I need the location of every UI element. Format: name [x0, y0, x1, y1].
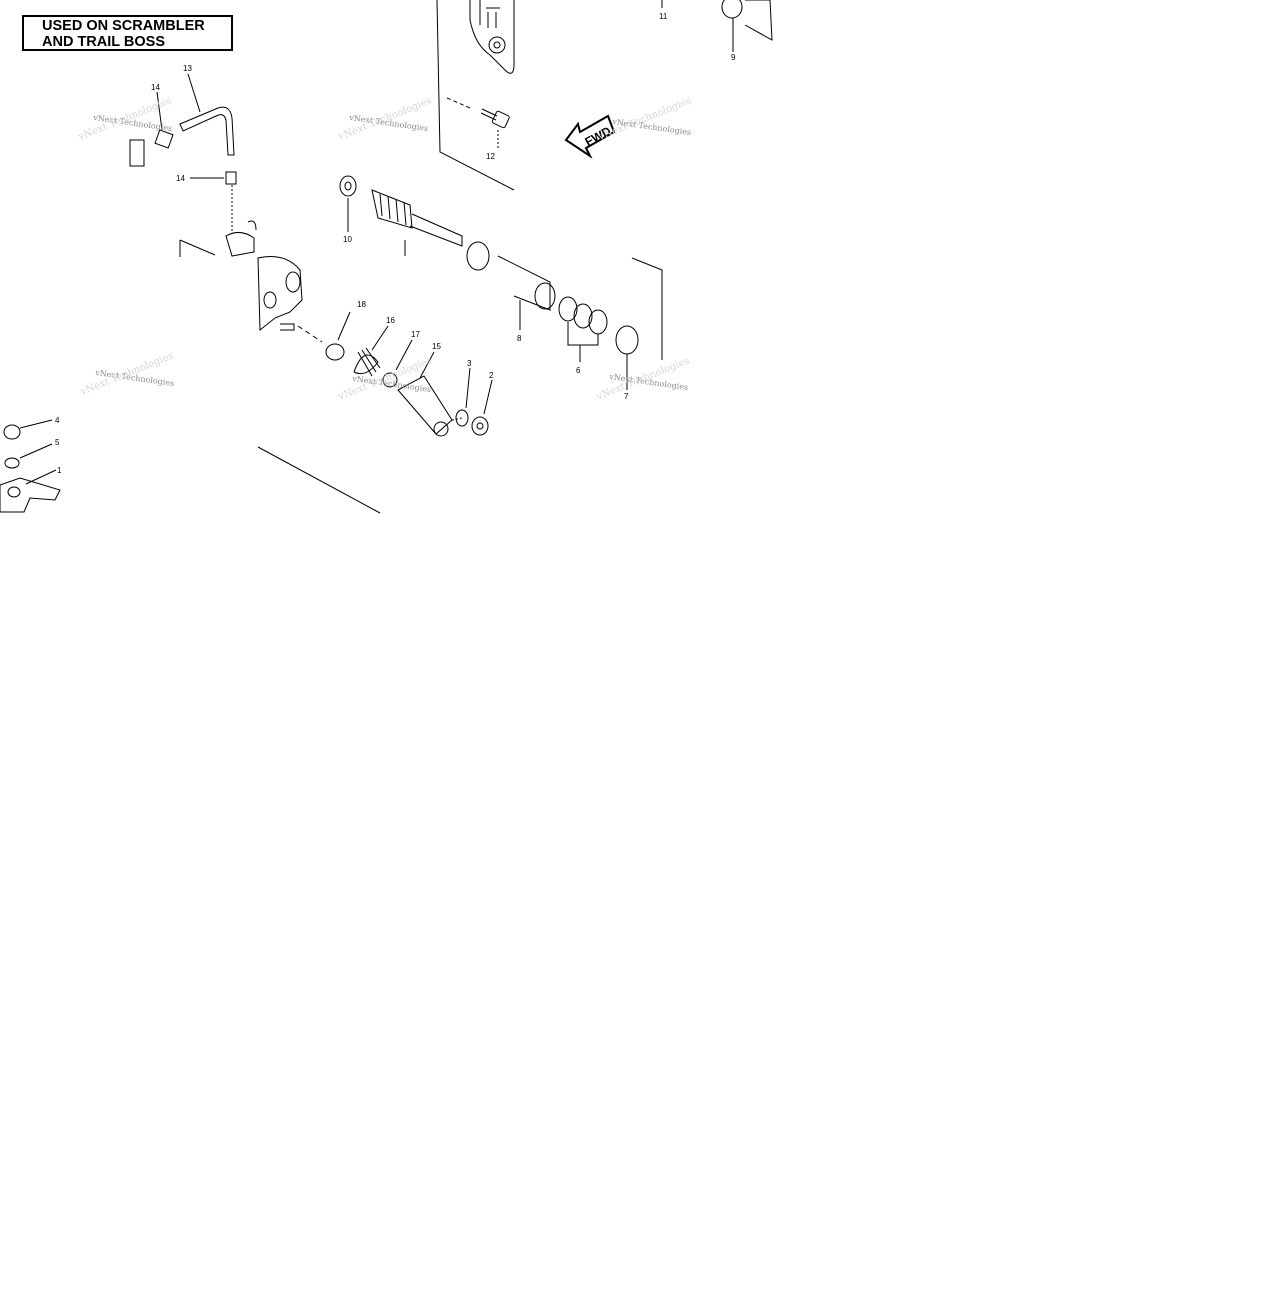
callout-11: 11	[659, 12, 668, 21]
callout-16: 16	[386, 316, 395, 325]
bolt-part-12	[480, 108, 510, 148]
callout-7: 7	[624, 392, 629, 401]
watermarks: vNext Technologies vNext Technologies vN…	[76, 95, 693, 403]
bushing-part-18	[325, 311, 351, 361]
frame-line-top-left	[436, 0, 515, 191]
frame-line-right	[631, 257, 663, 360]
callout-8: 8	[517, 334, 522, 343]
callout-9: 9	[731, 53, 736, 62]
callout-15: 15	[432, 342, 441, 351]
callout-13: 13	[183, 64, 192, 73]
watermark-text: vNext Technologies	[78, 350, 175, 398]
model-applicability-line-2: AND TRAIL BOSS	[42, 34, 165, 50]
callout-6: 6	[576, 366, 581, 375]
watermark-text: vNext Technologies	[76, 95, 173, 143]
callout-1: 1	[57, 466, 62, 475]
callout-18: 18	[357, 300, 366, 309]
nut-part-2	[471, 379, 493, 436]
callout-12: 12	[486, 152, 495, 161]
o-ring-part-7	[615, 325, 639, 390]
spring-part-16	[353, 325, 389, 377]
callout-14-upper: 14	[151, 83, 160, 92]
arm-part-1	[0, 469, 61, 513]
callout-14-lower: 14	[176, 174, 185, 183]
tube-part-9	[721, 0, 773, 52]
hose-part-13	[179, 73, 235, 156]
model-applicability-box: USED ON SCRAMBLER AND TRAIL BOSS	[22, 15, 233, 51]
callout-numbers: 12 11 9 13 14 14 10 8 6 7 18 16 17 15 3 …	[55, 12, 736, 475]
sleeve-part-8	[466, 241, 556, 330]
callout-3: 3	[467, 359, 472, 368]
callout-5: 5	[55, 438, 60, 447]
washer-part-3	[455, 367, 471, 427]
ring-set-part-6	[558, 296, 608, 362]
callout-2: 2	[489, 371, 494, 380]
frame-line-left-2	[179, 239, 216, 256]
bolt-part-4	[3, 419, 53, 440]
frame-line-bottom	[257, 446, 381, 514]
callout-4: 4	[55, 416, 60, 425]
callout-10: 10	[343, 235, 352, 244]
upper-housing	[469, 0, 515, 74]
watermark-text: vNext Technologies	[596, 95, 693, 143]
washer-part-5	[4, 443, 53, 469]
washer-part-10	[339, 175, 357, 232]
gear-shaft	[371, 189, 463, 256]
washer-part-17	[382, 339, 413, 388]
callout-17: 17	[411, 330, 420, 339]
fitting-part-14	[129, 91, 237, 185]
pump-body	[225, 220, 303, 332]
model-applicability-line-1: USED ON SCRAMBLER	[42, 18, 205, 34]
